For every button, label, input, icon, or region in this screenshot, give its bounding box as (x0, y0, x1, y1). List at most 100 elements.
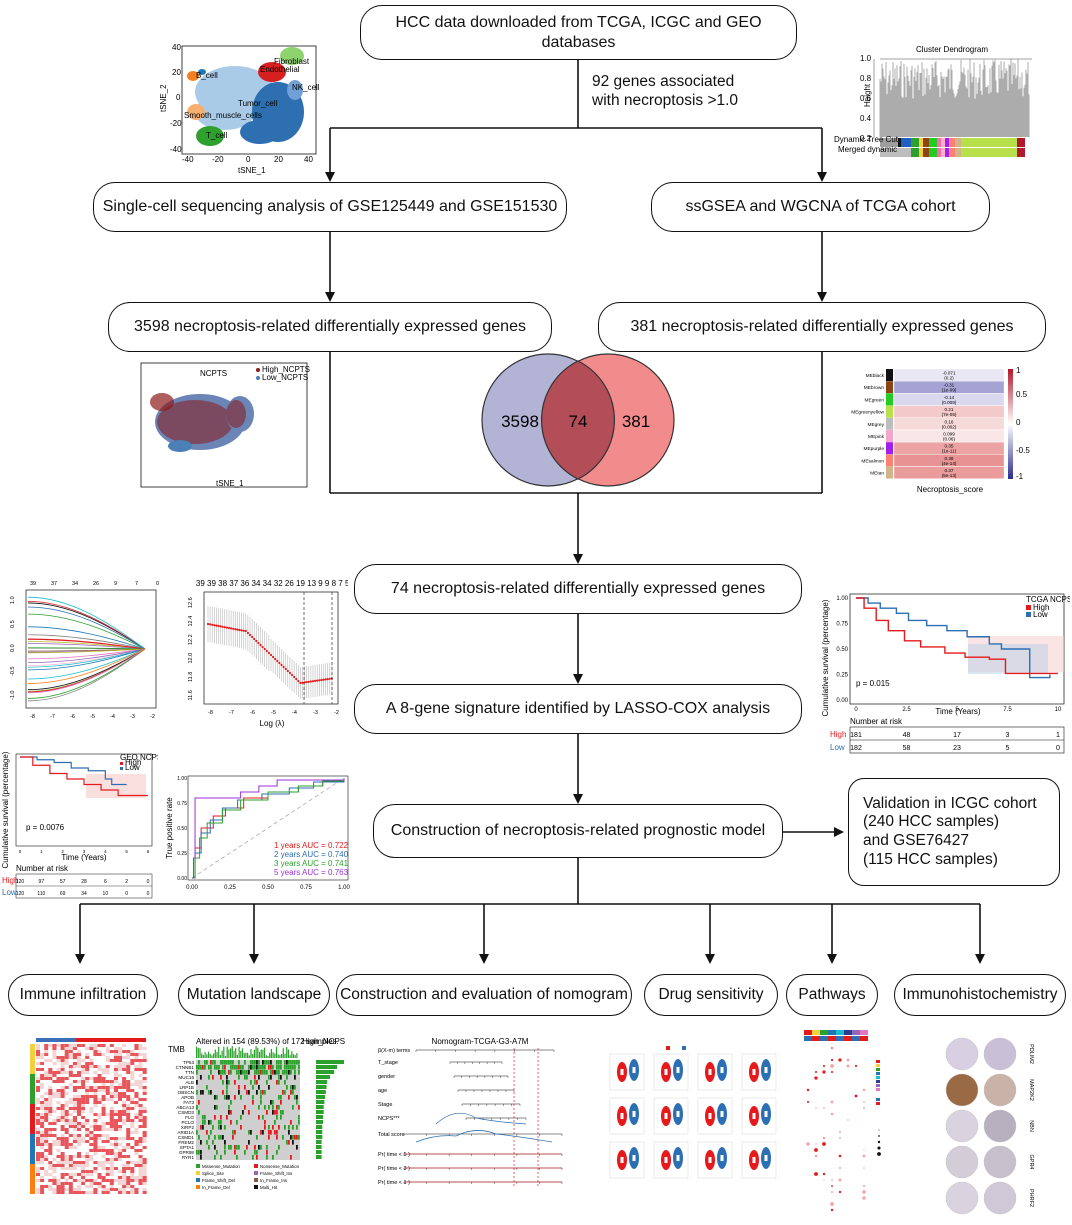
heatmap-cell (72, 1071, 77, 1074)
x-tick: 2.5 (902, 707, 911, 713)
mutation-cell (244, 1150, 246, 1155)
heatmap-cell (44, 1092, 49, 1095)
heatmap-cell (64, 1065, 69, 1068)
tcga-km-plot: Cumulative survival (percentage) TCGA NC… (821, 593, 1070, 754)
heatmap-cell (122, 1101, 127, 1104)
heatmap-cell (130, 1188, 135, 1191)
heatmap-cell (40, 1107, 45, 1110)
pathway-dot (823, 1137, 825, 1139)
correlation-value: 0.16 (945, 419, 954, 424)
scale-tick: 0.5 (1016, 390, 1028, 399)
mutation-cell (268, 1085, 270, 1090)
mutation-cell (268, 1075, 270, 1080)
heatmap-cell (64, 1110, 69, 1113)
heatmap-cell (105, 1146, 110, 1149)
heatmap-cell (56, 1095, 61, 1098)
heatmap-cell (40, 1071, 45, 1074)
heatmap-cell (72, 1164, 77, 1167)
pathway-dot (807, 1161, 809, 1163)
pathway-dot (863, 1185, 865, 1187)
x-tick: 0 (854, 707, 858, 713)
mutation-cell (278, 1065, 280, 1070)
heatmap-cell (142, 1173, 147, 1176)
heatmap-cell (118, 1188, 123, 1191)
geo-km-plot: Cumulative survival (percentage) GEO NCP… (1, 751, 158, 899)
heatmap-cell (60, 1140, 65, 1143)
tmb-bar (282, 1048, 284, 1058)
legend-swatch (876, 1080, 880, 1083)
heatmap-cell (60, 1050, 65, 1053)
heatmap-cell (52, 1125, 57, 1128)
heatmap-cell (97, 1149, 102, 1152)
heatmap-cell (93, 1062, 98, 1065)
heatmap-cell (142, 1137, 147, 1140)
violin-box (752, 1157, 756, 1163)
tmb-bar (264, 1047, 266, 1058)
heatmap-cell (56, 1116, 61, 1119)
heatmap-cell (36, 1182, 41, 1185)
mutation-cell (270, 1075, 272, 1080)
lasso-cv-plot: 39 39 38 37 36 34 34 32 26 19 13 9 9 8 7… (188, 579, 348, 728)
mutation-cell (266, 1110, 268, 1115)
heatmap-cell (138, 1110, 143, 1113)
mutation-cell (258, 1085, 260, 1090)
heatmap-cell (109, 1176, 114, 1179)
heatmap-cell (40, 1044, 45, 1047)
heatmap-cell (101, 1092, 106, 1095)
module-color-bar (923, 138, 929, 147)
heatmap-cell (130, 1053, 135, 1056)
heatmap-cell (142, 1149, 147, 1152)
heatmap-cell (68, 1053, 73, 1056)
pathway-dot (830, 1070, 834, 1074)
heatmap-cell (122, 1155, 127, 1158)
mutation-cell (262, 1065, 264, 1070)
heatmap-cell (89, 1173, 94, 1176)
heatmap-cell (134, 1167, 139, 1170)
ihc-core-tumor (983, 1073, 1017, 1107)
heatmap-cell (40, 1140, 45, 1143)
heatmap-cell (113, 1182, 118, 1185)
legend-swatch (196, 1185, 200, 1189)
violin-box (676, 1111, 680, 1117)
heatmap-cell (93, 1170, 98, 1173)
pathway-dot (807, 1167, 809, 1169)
pathway-dot (815, 1047, 817, 1049)
category-bar (30, 1170, 35, 1173)
pathway-dot (862, 1190, 866, 1194)
heatmap-cell (126, 1092, 131, 1095)
category-bar (30, 1140, 35, 1143)
mutation-cell (204, 1060, 206, 1065)
heatmap-cell (36, 1050, 41, 1053)
mutation-cell (200, 1075, 202, 1080)
y-tick: 0.6 (860, 94, 872, 103)
heatmap-cell (109, 1128, 114, 1131)
heatmap-cell (40, 1143, 45, 1146)
heatmap-cell (113, 1083, 118, 1086)
heatmap-cell (64, 1152, 69, 1155)
mutation-cell (208, 1090, 210, 1095)
category-bar (30, 1053, 35, 1056)
heatmap-cell (122, 1185, 127, 1188)
y-tick: 1.0 (860, 54, 872, 63)
heatmap-cell (142, 1161, 147, 1164)
merged-color-bar (981, 148, 997, 157)
heatmap-cell (60, 1077, 65, 1080)
heatmap-cell (130, 1065, 135, 1068)
heatmap-cell (44, 1173, 49, 1176)
heatmap-cell (60, 1053, 65, 1056)
heatmap-cell (893, 368, 1005, 382)
category-bar (30, 1137, 35, 1140)
mutation-cell (216, 1150, 218, 1155)
mutation-cell (202, 1065, 204, 1070)
mutation-cell (234, 1130, 236, 1135)
pathway-dot (815, 1137, 817, 1139)
pathway-dot (847, 1119, 849, 1121)
mutation-cell (212, 1060, 214, 1065)
pathway-dot (855, 1059, 857, 1061)
heatmap-cell (97, 1059, 102, 1062)
heatmap-cell (64, 1116, 69, 1119)
heatmap-cell (40, 1095, 45, 1098)
pathway-dot (807, 1119, 809, 1121)
pathway-dot (855, 1107, 857, 1109)
mutation-cell (276, 1060, 278, 1065)
